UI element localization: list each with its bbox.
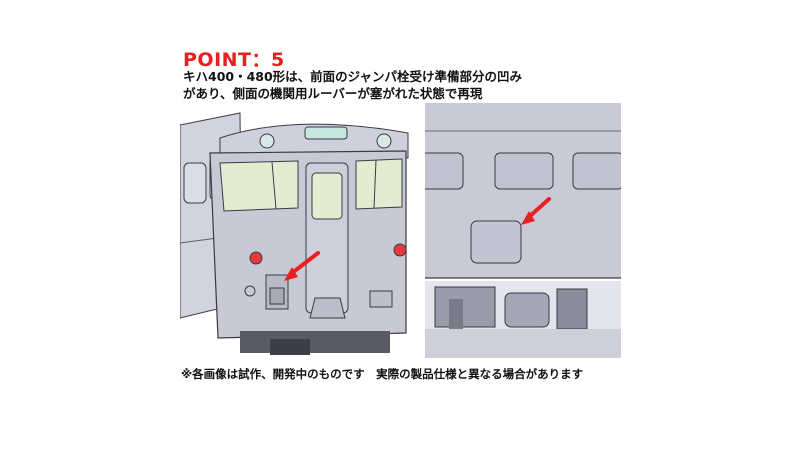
train-side-render — [425, 103, 621, 358]
red-arrow-icon — [290, 251, 320, 275]
red-arrow-icon — [527, 197, 551, 219]
caption-line-1: キハ400・480形は、前面のジャンパ栓受け準備部分の凹み — [183, 69, 523, 84]
caption-line-2: があり、側面の機関用ルーバーが塞がれた状態で再現 — [183, 86, 483, 101]
train-side-illustration — [425, 103, 621, 358]
train-front-illustration — [180, 103, 410, 358]
caption: キハ400・480形は、前面のジャンパ栓受け準備部分の凹み があり、側面の機関用… — [183, 68, 522, 102]
train-front-render — [180, 103, 410, 358]
point-heading: POINT：5 — [183, 49, 285, 71]
disclaimer-note: ※各画像は試作、開発中のものです 実際の製品仕様と異なる場合があります — [181, 367, 584, 381]
